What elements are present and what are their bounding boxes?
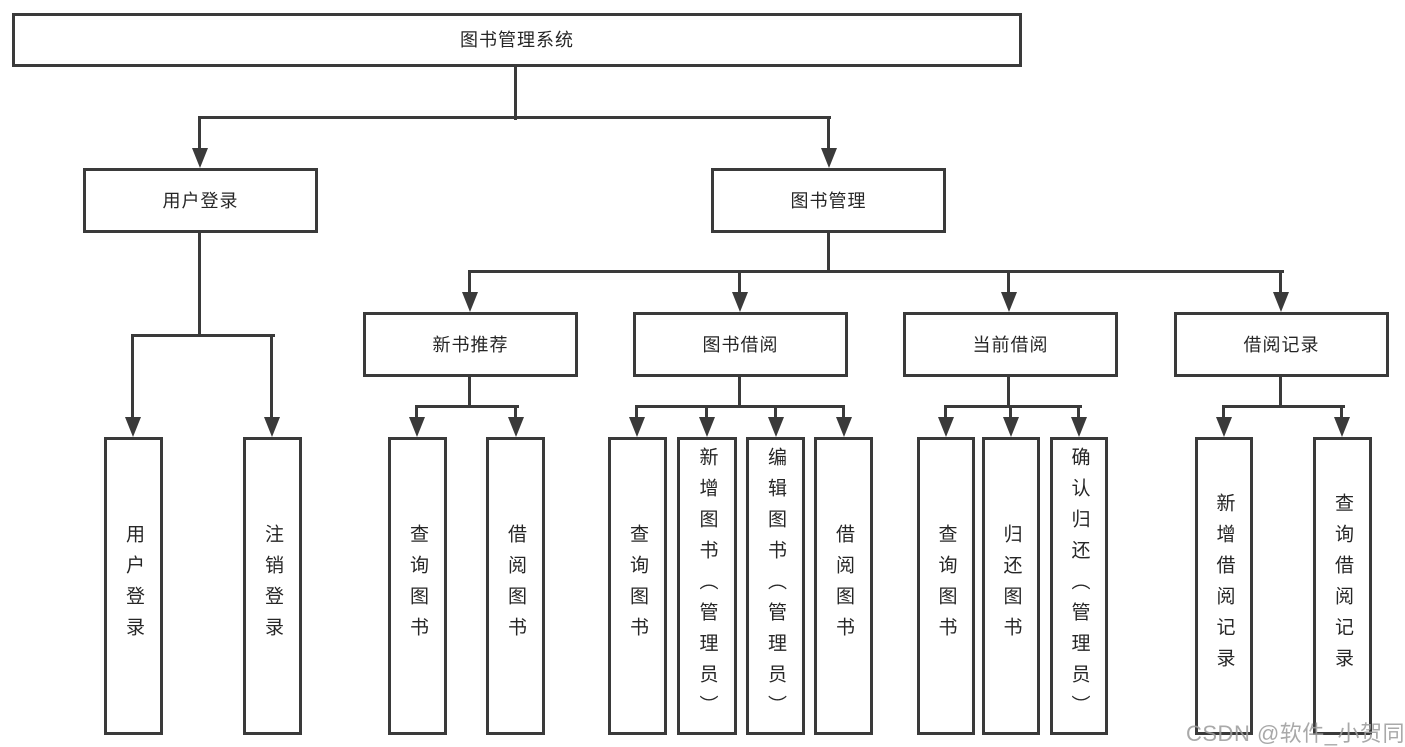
leaf-current-query-book: 查询图书 — [917, 437, 975, 735]
leaf-query-borrow-record-label: 查询借阅记录 — [1332, 493, 1353, 679]
node-current-borrow: 当前借阅 — [903, 312, 1118, 377]
connector-drop-bb-edit — [774, 405, 777, 421]
node-book-borrow-label: 图书借阅 — [702, 334, 779, 355]
node-new-book-recommend-label: 新书推荐 — [432, 334, 509, 355]
csdn-watermark: CSDN @软件_小贺同学 — [1186, 721, 1405, 746]
leaf-recommend-query-book: 查询图书 — [388, 437, 447, 735]
leaf-confirm-return-admin: 确认归还（管理员） — [1050, 437, 1108, 735]
leaf-borrow-borrow-book-label: 借阅图书 — [833, 524, 854, 648]
arrowhead-cb-confirm — [1071, 417, 1087, 437]
connector-current-rail — [944, 405, 1082, 408]
leaf-return-book-label: 归还图书 — [1000, 524, 1022, 648]
node-new-book-recommend: 新书推荐 — [363, 312, 578, 377]
connector-drop-login — [131, 334, 134, 421]
connector-book-management-stem — [827, 233, 830, 273]
connector-drop-bb-add — [705, 405, 708, 421]
leaf-logout: 注销登录 — [243, 437, 302, 735]
arrowhead-book-management — [821, 148, 837, 168]
arrowhead-bb-query — [629, 417, 645, 437]
leaf-confirm-return-admin-label: 确认归还（管理员） — [1068, 446, 1090, 726]
arrowhead-recommend-query — [409, 417, 425, 437]
leaf-borrow-borrow-book: 借阅图书 — [814, 437, 873, 735]
connector-level3-rail — [468, 270, 1284, 273]
node-book-management-label: 图书管理 — [790, 190, 867, 211]
leaf-user-login-label: 用户登录 — [123, 524, 144, 648]
connector-record-stem — [1279, 377, 1282, 408]
arrowhead-recommend-borrow — [508, 417, 524, 437]
connector-drop-recommend-borrow — [514, 405, 517, 421]
leaf-borrow-query-book-label: 查询图书 — [627, 524, 648, 648]
arrowhead-logout — [264, 417, 280, 437]
leaf-query-borrow-record: 查询借阅记录 — [1313, 437, 1372, 735]
leaf-recommend-query-book-label: 查询图书 — [407, 524, 428, 648]
connector-drop-cb-query — [944, 405, 947, 421]
arrowhead-br-query — [1334, 417, 1350, 437]
connector-drop-cb-confirm — [1077, 405, 1080, 421]
leaf-recommend-borrow-book: 借阅图书 — [486, 437, 545, 735]
leaf-add-borrow-record: 新增借阅记录 — [1195, 437, 1253, 735]
connector-current-stem — [1007, 377, 1010, 408]
node-borrow-record-label: 借阅记录 — [1243, 334, 1320, 355]
connector-drop-cb-return — [1009, 405, 1012, 421]
arrowhead-borrow-record — [1273, 292, 1289, 312]
connector-drop-recommend-query — [415, 405, 418, 421]
connector-borrow-rail — [635, 405, 845, 408]
connector-root-stem — [514, 67, 517, 120]
connector-drop-current-borrow — [1007, 270, 1010, 296]
connector-user-login-rail — [131, 334, 275, 337]
arrowhead-user-login — [192, 148, 208, 168]
connector-user-login-stem — [198, 233, 201, 337]
leaf-recommend-borrow-book-label: 借阅图书 — [505, 524, 526, 648]
node-book-borrow: 图书借阅 — [633, 312, 848, 377]
connector-drop-bb-borrow — [842, 405, 845, 421]
node-user-login: 用户登录 — [83, 168, 318, 233]
connector-recommend-stem — [468, 377, 471, 408]
leaf-user-login: 用户登录 — [104, 437, 163, 735]
arrowhead-new-book-recommend — [462, 292, 478, 312]
leaf-add-book-admin-label: 新增图书（管理员） — [696, 446, 718, 726]
leaf-edit-book-admin: 编辑图书（管理员） — [746, 437, 805, 735]
arrowhead-book-borrow — [732, 292, 748, 312]
node-root-label: 图书管理系统 — [460, 30, 574, 50]
connector-level1-rail — [198, 116, 831, 119]
connector-drop-br-add — [1222, 405, 1225, 421]
leaf-logout-label: 注销登录 — [262, 524, 283, 648]
leaf-current-query-book-label: 查询图书 — [935, 524, 957, 648]
node-user-login-label: 用户登录 — [162, 190, 239, 211]
connector-drop-book-borrow — [738, 270, 741, 296]
leaf-add-borrow-record-label: 新增借阅记录 — [1213, 493, 1235, 679]
connector-drop-user-login — [198, 116, 201, 152]
arrowhead-current-borrow — [1001, 292, 1017, 312]
node-root: 图书管理系统 — [12, 13, 1022, 67]
arrowhead-login — [125, 417, 141, 437]
connector-drop-logout — [270, 334, 273, 421]
arrowhead-bb-edit — [768, 417, 784, 437]
node-borrow-record: 借阅记录 — [1174, 312, 1389, 377]
connector-drop-br-query — [1340, 405, 1343, 421]
arrowhead-br-add — [1216, 417, 1232, 437]
connector-drop-bb-query — [635, 405, 638, 421]
connector-drop-borrow-record — [1279, 270, 1282, 296]
connector-drop-new-book-recommend — [468, 270, 471, 296]
connector-recommend-rail — [415, 405, 519, 408]
connector-drop-book-management — [827, 116, 830, 152]
arrowhead-cb-return — [1003, 417, 1019, 437]
connector-borrow-stem — [738, 377, 741, 408]
node-book-management: 图书管理 — [711, 168, 946, 233]
connector-record-rail — [1222, 405, 1345, 408]
leaf-edit-book-admin-label: 编辑图书（管理员） — [765, 446, 786, 726]
leaf-borrow-query-book: 查询图书 — [608, 437, 667, 735]
arrowhead-bb-borrow — [836, 417, 852, 437]
arrowhead-cb-query — [938, 417, 954, 437]
arrowhead-bb-add — [699, 417, 715, 437]
leaf-add-book-admin: 新增图书（管理员） — [677, 437, 737, 735]
node-current-borrow-label: 当前借阅 — [972, 334, 1049, 355]
leaf-return-book: 归还图书 — [982, 437, 1040, 735]
